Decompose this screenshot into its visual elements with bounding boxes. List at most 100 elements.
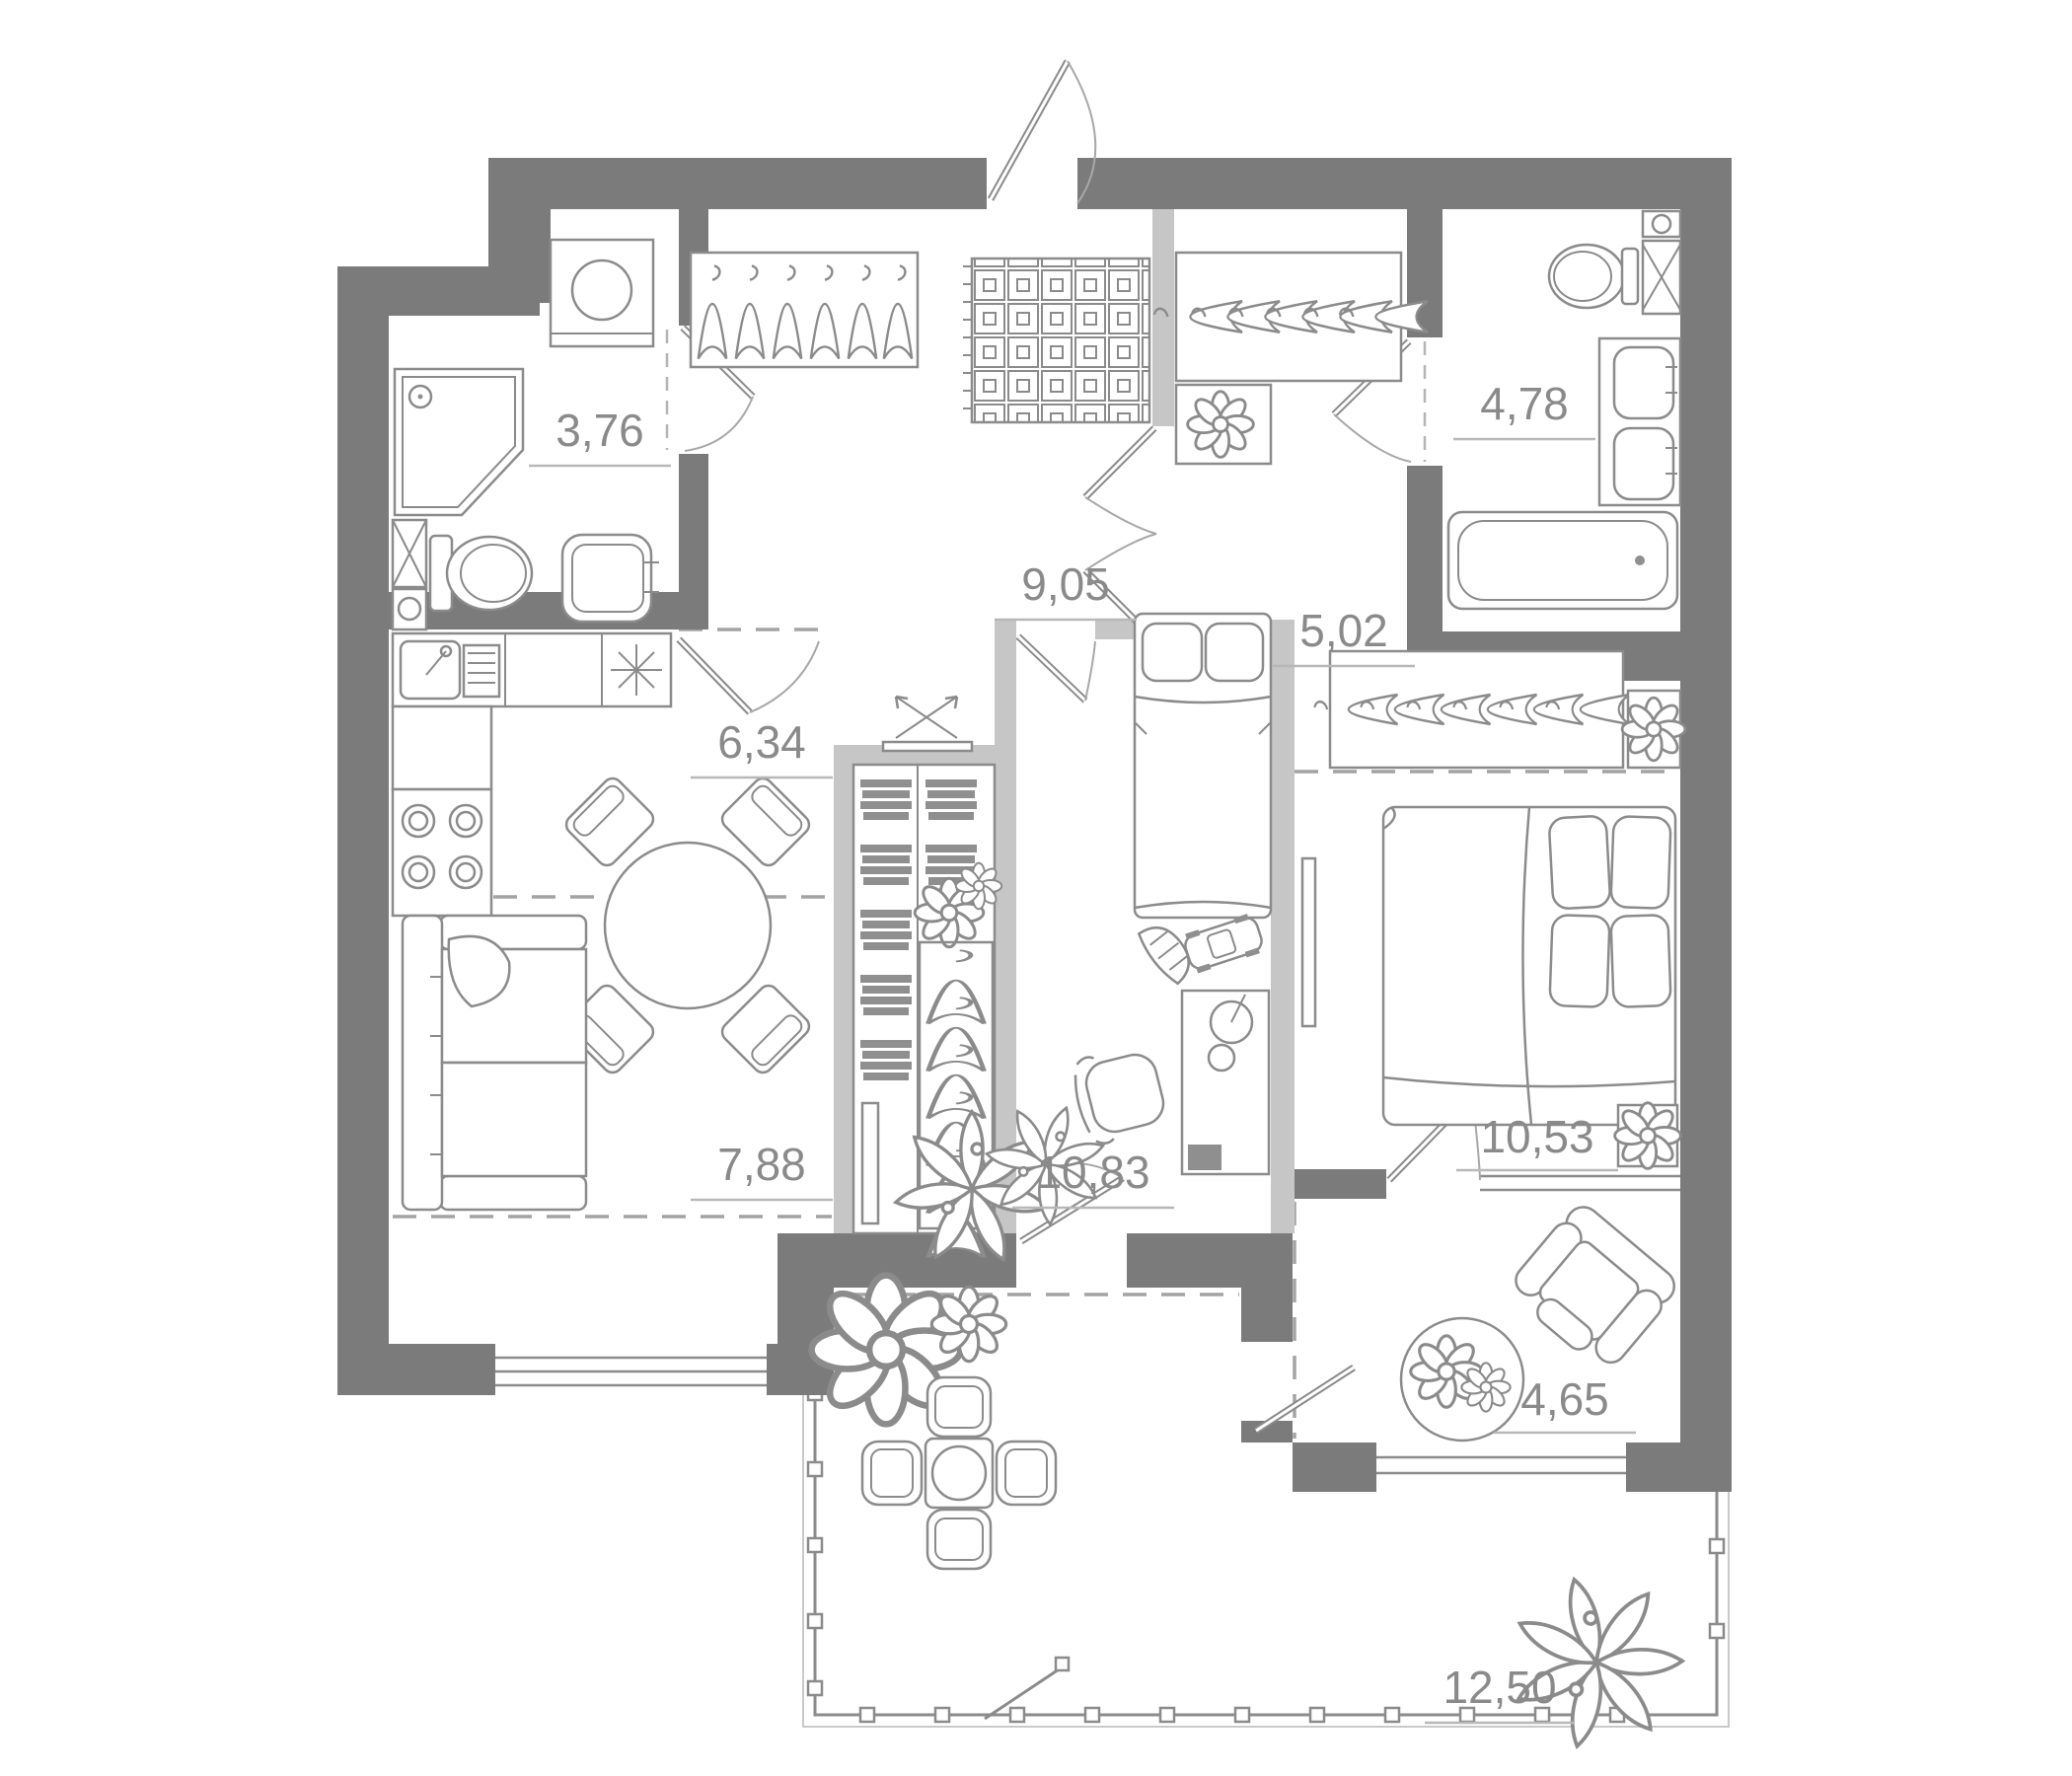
round-table-icon [1399, 1316, 1525, 1443]
kitchen-door [676, 636, 820, 715]
counter-strip [391, 704, 493, 791]
desk-drawer [1188, 1145, 1221, 1170]
wall-bath-large-left-b [1407, 466, 1443, 631]
mirror-icon [881, 695, 974, 753]
towel-radiator-icon [391, 518, 428, 631]
room-label-kitchen: 6,34 [691, 716, 833, 779]
towel-radiator2-icon [1641, 209, 1682, 316]
room-label-kids: 10,83 [1012, 1147, 1174, 1210]
wall-step [337, 266, 540, 316]
room-label-bathroom-large: 4,78 [1453, 378, 1595, 441]
coat-hangers-icon [689, 251, 920, 369]
room-loggia [1399, 1206, 1675, 1443]
room-hallway [689, 251, 1151, 753]
single-bed-icon [1133, 612, 1273, 920]
svg-text:5,02: 5,02 [1299, 605, 1388, 656]
terrace-gate-icon [984, 1656, 1071, 1721]
wall-bottom-step [777, 1233, 834, 1395]
sofa-icon [401, 914, 588, 1212]
room-label-bathroom-small: 3,76 [529, 405, 671, 468]
loggia-window [1376, 1443, 1626, 1492]
flower-icon [929, 1285, 1008, 1364]
partition-hallway-corridor [1152, 209, 1174, 426]
wall-right [1680, 209, 1732, 1492]
hob-icon [391, 787, 493, 918]
room-kitchen [391, 631, 811, 1074]
room-label-bedroom: 10,53 [1456, 1111, 1618, 1172]
partition-closet-left [834, 745, 853, 1233]
wardrobe-shelves-icon [851, 763, 1003, 1235]
wall-bath-small-right-b [679, 454, 708, 592]
terrace-table-icon [860, 1375, 1058, 1571]
armchair-icon [1515, 1206, 1675, 1365]
svg-text:10,53: 10,53 [1480, 1111, 1593, 1162]
room-label-terrace: 12,50 [1425, 1662, 1575, 1725]
room-bedroom [1300, 649, 1687, 1170]
toy-car-icon [1184, 914, 1263, 974]
kitchen-sink-icon [399, 639, 501, 701]
living-window [495, 1344, 767, 1395]
room-label-corridor: 5,02 [1273, 605, 1415, 668]
partition-closet-right [995, 620, 1016, 1233]
svg-text:12,50: 12,50 [1443, 1662, 1556, 1713]
windows [495, 1169, 1680, 1492]
room-label-loggia: 4,65 [1494, 1373, 1636, 1435]
bedroom-hangers-icon [1313, 649, 1631, 770]
room-bathroom-small [391, 238, 659, 631]
entrance-rug-icon [963, 257, 1151, 424]
toilet-icon [428, 534, 534, 613]
chair-icon [564, 984, 655, 1074]
wall-kids-bottom-b [1127, 1233, 1293, 1288]
flower-box-icon [1620, 689, 1687, 770]
chair-icon [720, 777, 811, 867]
svg-text:4,78: 4,78 [1480, 378, 1569, 429]
wall-loggia-bottom-right [1626, 1443, 1732, 1492]
chair-icon [564, 777, 655, 867]
wall-left [337, 316, 389, 1395]
room-terrace [812, 1276, 1704, 1768]
tall-mirror-icon [1300, 856, 1317, 1028]
bathtub-icon [1446, 510, 1679, 611]
room-bathroom-large [1446, 209, 1682, 611]
toilet2-icon [1547, 243, 1640, 310]
sink-icon [560, 533, 659, 624]
bedroom-window [1480, 1169, 1680, 1199]
kids-room-door [1015, 633, 1096, 703]
wall-washer-niche [533, 209, 551, 303]
svg-text:9,05: 9,05 [1021, 558, 1110, 610]
corridor-hangers-icon [1152, 251, 1430, 383]
sofa-pillow [447, 934, 511, 1008]
wall-bottom-left-a [337, 1344, 495, 1395]
wall-bedroom-bottom [1293, 1169, 1386, 1199]
wall-loggia-left-b [1241, 1421, 1293, 1443]
toy-boat-icon [1137, 925, 1190, 986]
wall-left-stub [488, 209, 540, 266]
svg-text:6,34: 6,34 [717, 716, 806, 768]
flower-box-icon [1613, 1101, 1682, 1170]
washing-machine-icon [549, 238, 655, 348]
room-label-hallway: 9,05 [995, 558, 1137, 622]
wall-top-right [1077, 158, 1732, 209]
double-sink-icon [1597, 336, 1682, 507]
wall-loggia-bottom-left [1293, 1443, 1376, 1492]
room-label-living: 7,88 [691, 1139, 833, 1202]
svg-text:3,76: 3,76 [555, 405, 644, 456]
dining-table-icon [564, 777, 811, 1074]
loggia-terrace-door [1254, 1365, 1356, 1434]
shower-icon [393, 367, 525, 517]
double-bed-icon [1381, 805, 1677, 1127]
vent-icon [611, 644, 662, 696]
corridor-plant-icon [1174, 383, 1273, 466]
room-living [401, 914, 588, 1212]
partition-kids-bedroom [1271, 620, 1295, 1233]
closet-mirror [860, 1101, 880, 1225]
closet [851, 763, 1052, 1266]
wall-top-left [488, 158, 987, 209]
svg-text:4,65: 4,65 [1520, 1373, 1609, 1425]
svg-text:10,83: 10,83 [1036, 1147, 1149, 1198]
room-labels: 3,76 9,05 5,02 4,78 6,34 7,88 10,83 10, [529, 378, 1636, 1725]
room-corridor [1152, 251, 1430, 466]
room-kids [967, 612, 1273, 1241]
